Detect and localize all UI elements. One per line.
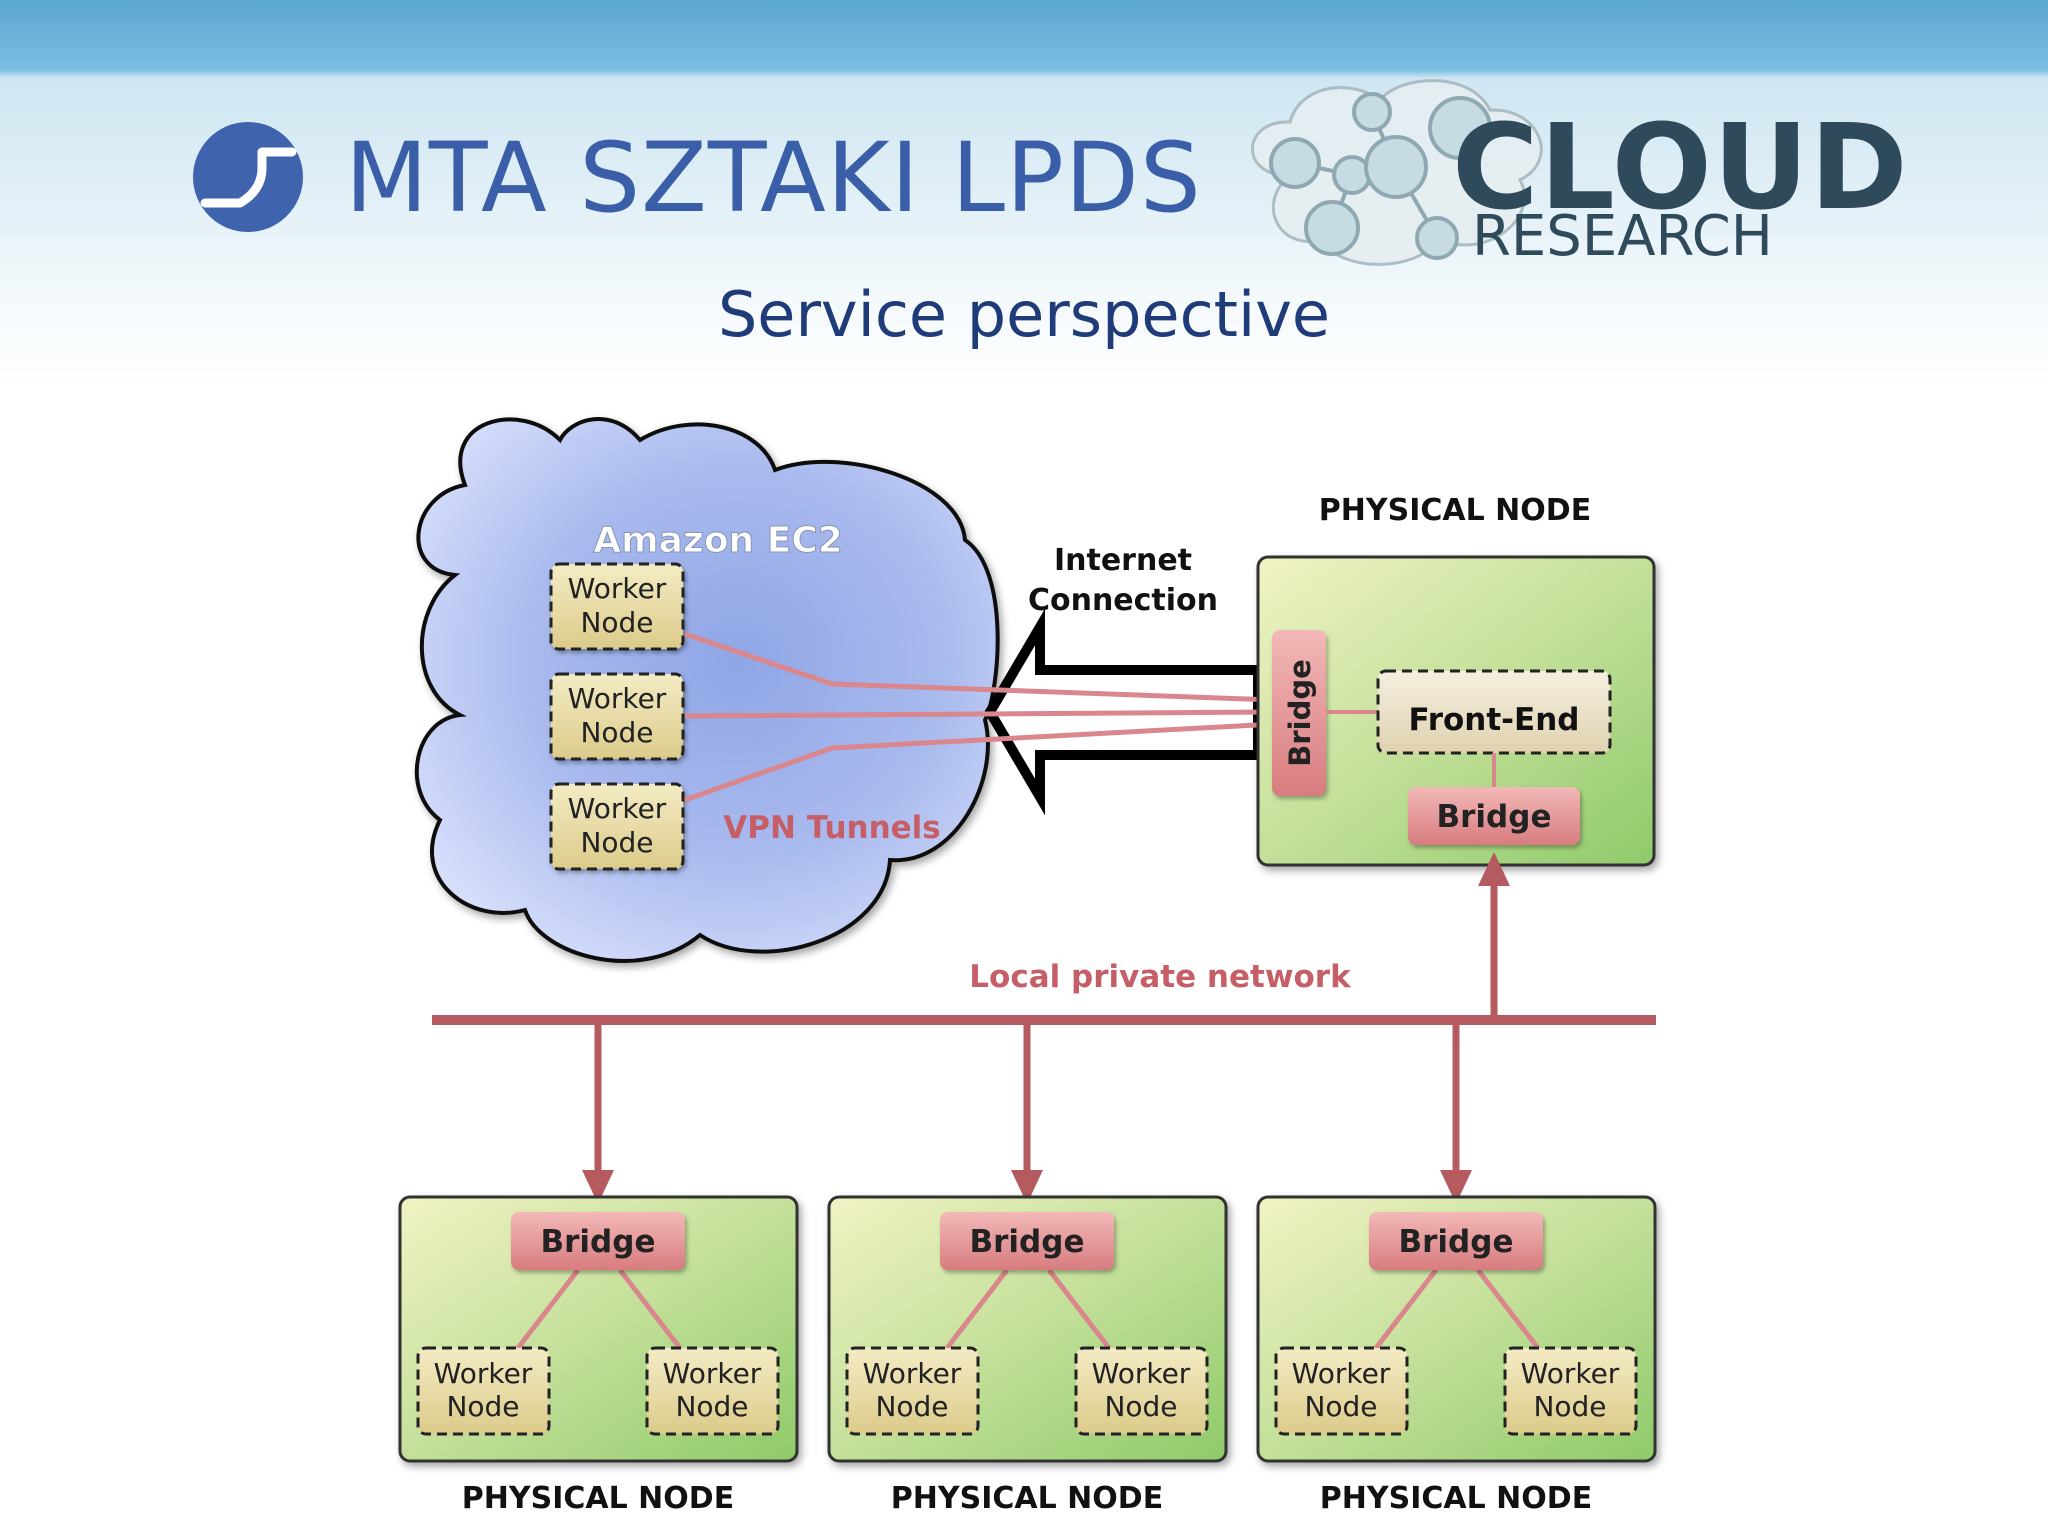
- worker-line2: Node: [580, 826, 653, 859]
- slide-title: Service perspective: [717, 278, 1331, 351]
- internet-label-line2: Connection: [1028, 583, 1218, 618]
- worker-line1: Worker: [568, 682, 667, 715]
- physical-node-label-1: PHYSICAL NODE: [462, 1481, 734, 1516]
- worker-line1: Worker: [1292, 1357, 1391, 1390]
- cloud-label: Amazon EC2: [593, 520, 843, 561]
- worker-line2: Node: [580, 716, 653, 749]
- worker-line2: Node: [1304, 1390, 1377, 1423]
- worker-line2: Node: [446, 1390, 519, 1423]
- vpn-tunnels-label: VPN Tunnels: [723, 810, 941, 846]
- bridge-frontend-bottom: Bridge: [1408, 787, 1580, 845]
- physical-node-label-3: PHYSICAL NODE: [1320, 1481, 1592, 1516]
- worker-line1: Worker: [1092, 1357, 1191, 1390]
- bridge-label: Bridge: [541, 1224, 656, 1260]
- worker-line1: Worker: [568, 572, 667, 605]
- worker-line1: Worker: [434, 1357, 533, 1390]
- cloud-worker-node-2: Worker Node: [549, 672, 685, 761]
- brand-cloud-text: CLOUD: [1452, 98, 1909, 236]
- brand-research-text: RESEARCH: [1472, 204, 1773, 269]
- physical-node-bottom-2: Bridge Worker Node Worker Node: [827, 1195, 1228, 1463]
- vpn-tunnel-lines: [684, 631, 1276, 803]
- bridge-vertical-label: Bridge: [1283, 659, 1317, 767]
- worker-line1: Worker: [863, 1357, 962, 1390]
- internet-label-line1: Internet: [1054, 543, 1192, 578]
- cloud-worker-node-1: Worker Node: [549, 562, 685, 651]
- cloud-research-logo: [1251, 79, 1543, 266]
- worker-line2: Node: [1533, 1390, 1606, 1423]
- front-end-box: Front-End: [1376, 669, 1612, 755]
- physical-node-label-top: PHYSICAL NODE: [1319, 493, 1591, 528]
- network-links: [582, 852, 1510, 1204]
- front-end-label: Front-End: [1409, 702, 1580, 738]
- worker-line2: Node: [1104, 1390, 1177, 1423]
- worker-line2: Node: [875, 1390, 948, 1423]
- bridge-vertical: Bridge: [1272, 630, 1326, 796]
- header-band: [0, 0, 2048, 400]
- worker-line1: Worker: [1521, 1357, 1620, 1390]
- bridge-label: Bridge: [1437, 799, 1552, 835]
- bridge-label: Bridge: [1399, 1224, 1514, 1260]
- physical-node-bottom-1: Bridge Worker Node Worker Node: [398, 1195, 799, 1463]
- worker-line1: Worker: [663, 1357, 762, 1390]
- worker-line2: Node: [675, 1390, 748, 1423]
- brand-sztaki-text: MTA SZTAKI LPDS: [345, 122, 1202, 234]
- cloud-worker-node-3: Worker Node: [549, 782, 685, 871]
- amazon-ec2-cloud: [414, 417, 1000, 963]
- worker-line2: Node: [580, 606, 653, 639]
- worker-line1: Worker: [568, 792, 667, 825]
- local-network-label: Local private network: [969, 959, 1352, 995]
- bridge-label: Bridge: [970, 1224, 1085, 1260]
- physical-node-bottom-3: Bridge Worker Node Worker Node: [1256, 1195, 1657, 1463]
- sztaki-logo: [193, 122, 303, 232]
- physical-node-label-2: PHYSICAL NODE: [891, 1481, 1163, 1516]
